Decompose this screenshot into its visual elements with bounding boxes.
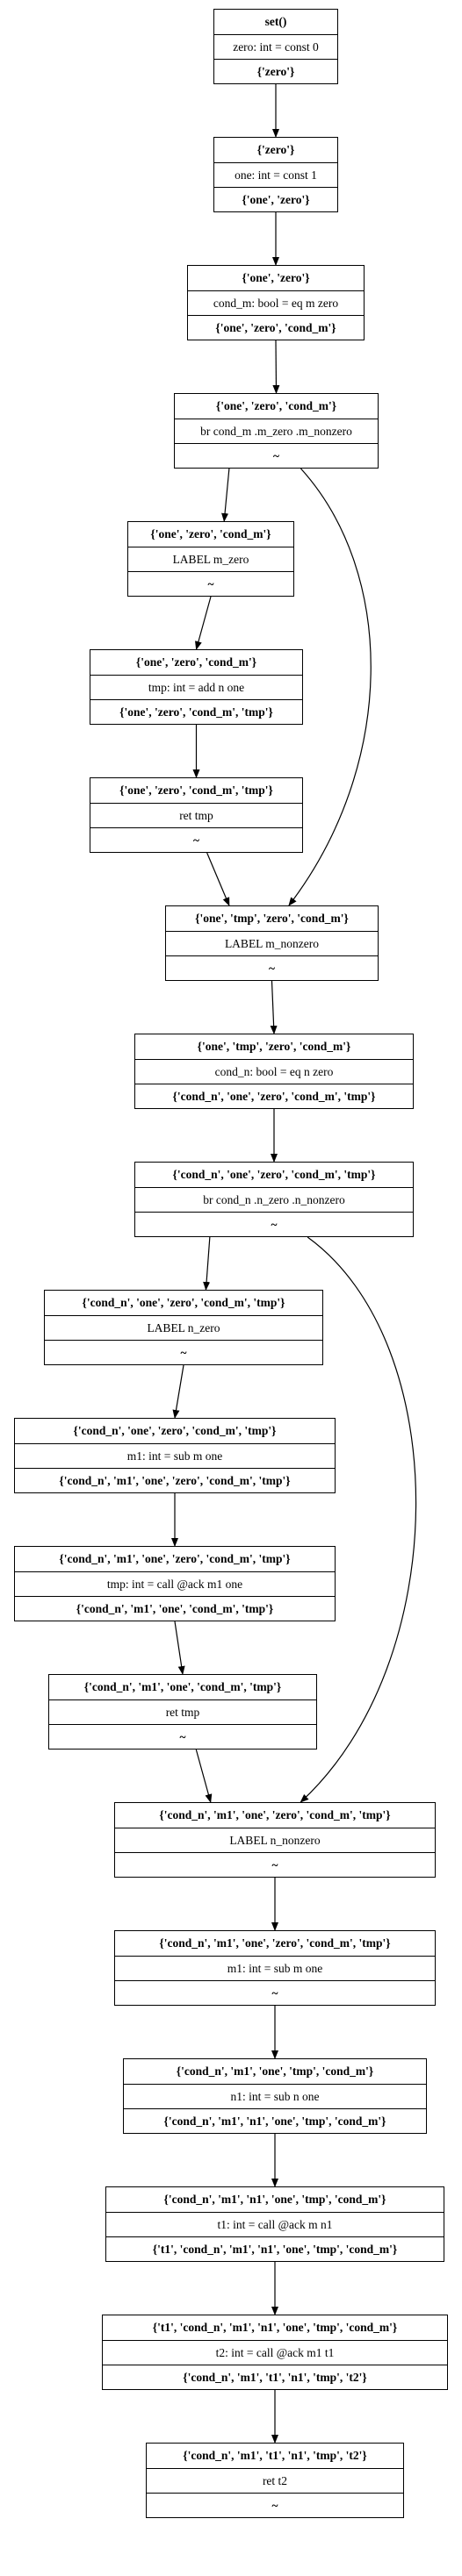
live-in-set: {'cond_n', 'm1', 'one', 'tmp', 'cond_m'} — [176, 2064, 374, 2078]
live-in-set: {'cond_n', 'm1', 'one', 'zero', 'cond_m'… — [159, 1808, 391, 1821]
cfg-node: {'cond_n', 'm1', 'one', 'zero', 'cond_m'… — [114, 1930, 436, 2006]
instruction: LABEL n_zero — [45, 1315, 322, 1340]
live-out-set: {'one', 'zero', 'cond_m'} — [188, 315, 364, 340]
live-in-set: {'zero'} — [256, 143, 295, 156]
edge-arrow — [300, 1236, 417, 1803]
live-in-set: {'cond_n', 'one', 'zero', 'cond_m', 'tmp… — [73, 1424, 277, 1437]
live-in-set: {'cond_n', 'one', 'zero', 'cond_m', 'tmp… — [172, 1168, 376, 1181]
live-out-set: ~ — [175, 443, 378, 468]
live-in-set: {'cond_n', 'm1', 'n1', 'one', 'tmp', 'co… — [163, 2193, 386, 2206]
cfg-node: {'one', 'zero', 'cond_m'} LABEL m_zero~ — [127, 521, 294, 597]
edge-arrow — [172, 1364, 184, 1419]
cfg-node: {'cond_n', 'one', 'zero', 'cond_m', 'tmp… — [14, 1418, 336, 1493]
live-out-set: {'t1', 'cond_n', 'm1', 'n1', 'one', 'tmp… — [106, 2236, 444, 2261]
live-in-set: {'one', 'zero'} — [242, 271, 310, 284]
instruction: n1: int = sub n one — [124, 2084, 426, 2108]
live-out-set: ~ — [45, 1340, 322, 1364]
instruction: br cond_m .m_zero .m_nonzero — [175, 419, 378, 443]
cfg-node: {'cond_n', 'm1', 'n1', 'one', 'tmp', 'co… — [105, 2186, 444, 2262]
instruction: t1: int = call @ack m n1 — [106, 2212, 444, 2236]
instruction: br cond_n .n_zero .n_nonzero — [135, 1187, 413, 1212]
cfg-node: {'t1', 'cond_n', 'm1', 'n1', 'one', 'tmp… — [102, 2315, 448, 2390]
live-out-set: {'cond_n', 'm1', 'n1', 'one', 'tmp', 'co… — [124, 2108, 426, 2133]
cfg-node: {'one', 'zero'} cond_m: bool = eq m zero{… — [187, 265, 365, 340]
instruction: ret t2 — [147, 2468, 403, 2493]
instruction: one: int = const 1 — [214, 162, 337, 187]
cfg-node: {'one', 'tmp', 'zero', 'cond_m'} cond_n: … — [134, 1034, 414, 1109]
instruction: tmp: int = add n one — [90, 675, 302, 699]
live-out-set: ~ — [115, 1852, 435, 1877]
live-in-set: {'t1', 'cond_n', 'm1', 'n1', 'one', 'tmp… — [152, 2321, 398, 2334]
edge-arrow — [195, 1749, 213, 1803]
instruction: LABEL n_nonzero — [115, 1828, 435, 1852]
edge-arrow — [195, 596, 212, 650]
cfg-node: {'cond_n', 'm1', 'one', 'zero', 'cond_m'… — [14, 1546, 336, 1621]
cfg-node: {'cond_n', 'm1', 'one', 'zero', 'cond_m'… — [114, 1802, 436, 1878]
live-out-set: {'cond_n', 'm1', 'one', 'cond_m', 'tmp'} — [15, 1596, 335, 1621]
cfg-node: {'one', 'zero', 'cond_m'} tmp: int = add … — [90, 649, 303, 725]
live-out-set: {'cond_n', 'm1', 't1', 'n1', 'tmp', 't2'… — [103, 2365, 447, 2389]
instruction: m1: int = sub m one — [15, 1443, 335, 1468]
instruction: LABEL m_nonzero — [166, 931, 378, 955]
live-out-set: ~ — [128, 571, 293, 596]
edge-arrow — [221, 468, 230, 522]
live-out-set: {'one', 'zero'} — [214, 187, 337, 211]
live-in-set: {'one', 'zero', 'cond_m'} — [215, 399, 337, 412]
cfg-node: {'one', 'tmp', 'zero', 'cond_m'} LABEL m_… — [165, 905, 379, 981]
live-in-set: {'cond_n', 'one', 'zero', 'cond_m', 'tmp… — [82, 1296, 285, 1309]
instruction: zero: int = const 0 — [214, 34, 337, 59]
cfg-node: {'cond_n', 'm1', 'one', 'cond_m', 'tmp'}… — [48, 1674, 317, 1750]
live-in-set: {'cond_n', 'm1', 'one', 'zero', 'cond_m'… — [59, 1552, 291, 1565]
live-in-set: {'one', 'zero', 'cond_m'} — [150, 527, 271, 540]
edge-arrow — [174, 1621, 185, 1675]
edge-arrow — [203, 1236, 211, 1291]
cfg-node: {'cond_n', 'one', 'zero', 'cond_m', 'tmp… — [134, 1162, 414, 1237]
live-out-set: {'one', 'zero', 'cond_m', 'tmp'} — [90, 699, 302, 724]
live-in-set: {'cond_n', 'm1', 't1', 'n1', 'tmp', 't2'… — [183, 2449, 367, 2462]
instruction: m1: int = sub m one — [115, 1956, 435, 1980]
edge-arrow — [270, 980, 278, 1034]
instruction: LABEL m_zero — [128, 547, 293, 571]
edge-arrow — [206, 852, 230, 906]
cfg-node: set() zero: int = const 0{'zero'} — [213, 9, 338, 84]
edge-arrow — [288, 468, 372, 906]
live-out-set: ~ — [147, 2493, 403, 2517]
instruction: t2: int = call @ack m1 t1 — [103, 2340, 447, 2365]
cfg-node: {'cond_n', 'm1', 'one', 'tmp', 'cond_m'}… — [123, 2058, 427, 2134]
live-out-set: ~ — [115, 1980, 435, 2005]
live-in-set: {'one', 'tmp', 'zero', 'cond_m'} — [195, 912, 349, 925]
cfg-node: {'one', 'zero', 'cond_m'}br cond_m .m_ze… — [174, 393, 379, 469]
live-in-set: {'cond_n', 'm1', 'one', 'cond_m', 'tmp'} — [83, 1680, 282, 1693]
live-in-set: {'one', 'tmp', 'zero', 'cond_m'} — [197, 1040, 351, 1053]
live-out-set: {'zero'} — [214, 59, 337, 83]
cfg-node: {'cond_n', 'm1', 't1', 'n1', 'tmp', 't2'… — [146, 2443, 404, 2518]
instruction: cond_m: bool = eq m zero — [188, 290, 364, 315]
instruction: ret tmp — [90, 803, 302, 827]
instruction: tmp: int = call @ack m1 one — [15, 1571, 335, 1596]
live-in-set: {'one', 'zero', 'cond_m', 'tmp'} — [119, 784, 273, 797]
live-in-set: {'cond_n', 'm1', 'one', 'zero', 'cond_m'… — [159, 1936, 391, 1950]
cfg-node: {'one', 'zero', 'cond_m', 'tmp'} ret tmp~ — [90, 777, 303, 853]
instruction: cond_n: bool = eq n zero — [135, 1059, 413, 1084]
live-in-set: {'one', 'zero', 'cond_m'} — [135, 655, 257, 669]
live-out-set: ~ — [49, 1724, 316, 1749]
live-out-set: ~ — [135, 1212, 413, 1236]
live-out-set: {'cond_n', 'one', 'zero', 'cond_m', 'tmp… — [135, 1084, 413, 1108]
live-out-set: ~ — [166, 955, 378, 980]
cfg-node: {'cond_n', 'one', 'zero', 'cond_m', 'tmp… — [44, 1290, 323, 1365]
live-in-set: set() — [264, 15, 287, 28]
live-out-set: {'cond_n', 'm1', 'one', 'zero', 'cond_m'… — [15, 1468, 335, 1492]
cfg-node: {'zero'} one: int = const 1{'one', 'zero'… — [213, 137, 338, 212]
live-out-set: ~ — [90, 827, 302, 852]
instruction: ret tmp — [49, 1699, 316, 1724]
edge-arrow — [272, 340, 280, 394]
